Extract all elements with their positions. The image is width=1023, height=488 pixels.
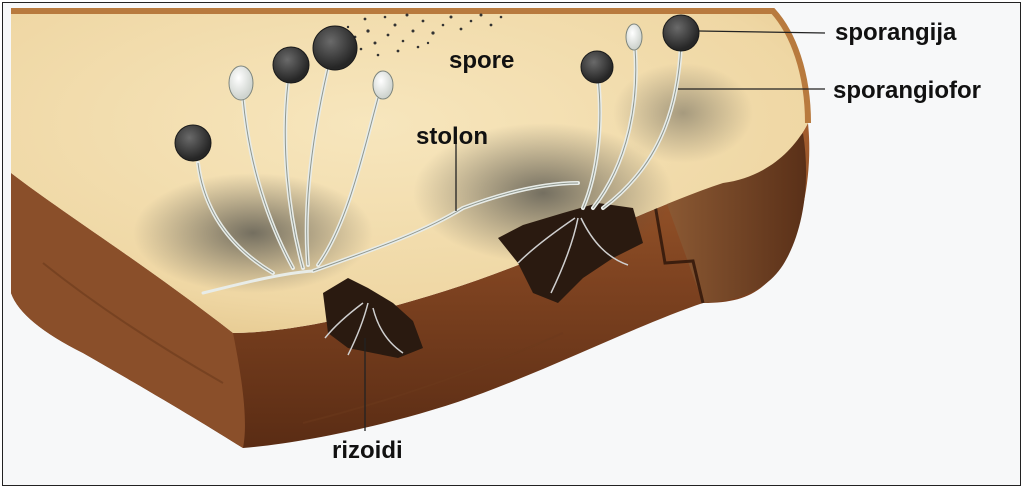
label-rizoidi: rizoidi xyxy=(332,439,403,463)
label-spore: spore xyxy=(449,49,514,73)
label-sporangiofor: sporangiofor xyxy=(833,79,981,103)
label-sporangija: sporangija xyxy=(835,21,956,45)
bread-mold-illustration xyxy=(3,3,1020,485)
label-stolon: stolon xyxy=(416,125,488,149)
